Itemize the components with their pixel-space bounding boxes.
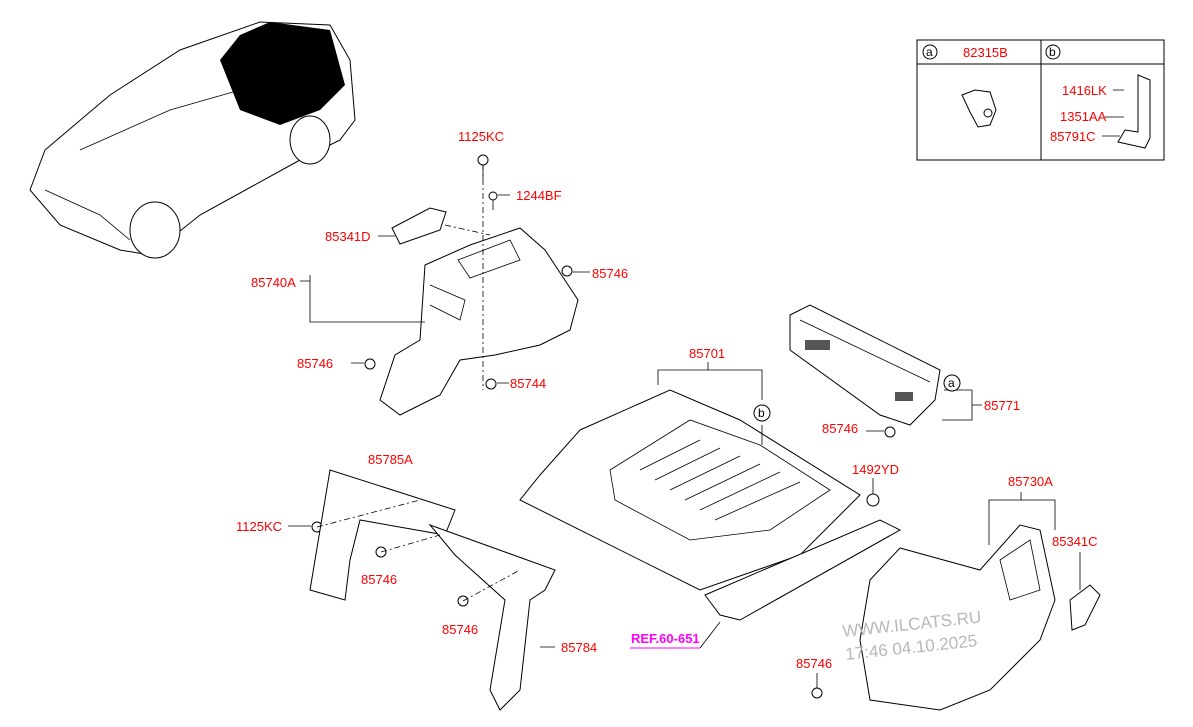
- car-illustration: [29, 21, 356, 259]
- label-85784[interactable]: 85784: [561, 640, 597, 655]
- label-85785A[interactable]: 85785A: [368, 452, 413, 467]
- part-1351AA: 1351AA: [1060, 109, 1107, 124]
- label-85744[interactable]: 85744: [510, 376, 546, 391]
- part-82315B: 82315B: [963, 45, 1008, 60]
- trunk-highlight: [220, 22, 345, 125]
- part-1416LK: 1416LK: [1062, 83, 1107, 98]
- bracket-icon: [1117, 74, 1151, 149]
- label-1125KC-left[interactable]: 1125KC: [236, 519, 282, 534]
- ref-panel: [704, 519, 902, 621]
- callout-a[interactable]: a: [948, 376, 955, 390]
- clip-icon: [961, 89, 997, 128]
- ref-arrow: [699, 621, 721, 649]
- legend-table: a b 82315B 1416LK 1351AA 85791C: [916, 39, 1165, 161]
- callout-b[interactable]: b: [758, 406, 765, 420]
- label-85746-b[interactable]: 85746: [297, 356, 333, 371]
- rear-transverse-trim: [789, 304, 941, 426]
- trunk-side-trim-right: [704, 519, 1101, 711]
- label-85341C[interactable]: 85341C: [1052, 534, 1098, 549]
- cover-85341D: [391, 207, 447, 245]
- label-1125KC-top[interactable]: 1125KC: [458, 129, 504, 144]
- trunk-side-trim-left: [379, 165, 579, 416]
- pillar-trims: [309, 469, 556, 711]
- label-85740A[interactable]: 85740A: [251, 275, 296, 290]
- label-85701[interactable]: 85701: [689, 346, 725, 361]
- label-1492YD[interactable]: 1492YD: [852, 462, 899, 477]
- label-85746-e[interactable]: 85746: [442, 622, 478, 637]
- table-key-b: b: [1049, 45, 1056, 59]
- label-85746-c[interactable]: 85746: [822, 421, 858, 436]
- leader-lines: [288, 194, 1081, 688]
- label-85746-f[interactable]: 85746: [796, 656, 832, 671]
- label-85730A[interactable]: 85730A: [1008, 474, 1053, 489]
- label-85746-a[interactable]: 85746: [592, 266, 628, 281]
- reference-link[interactable]: REF.60-651: [631, 631, 700, 646]
- part-85791C: 85791C: [1050, 129, 1096, 144]
- label-85771[interactable]: 85771: [984, 398, 1020, 413]
- table-key-a: a: [926, 45, 933, 59]
- label-85746-d[interactable]: 85746: [361, 572, 397, 587]
- label-1244BF[interactable]: 1244BF: [516, 188, 562, 203]
- label-85341D[interactable]: 85341D: [325, 229, 371, 244]
- cover-85341C: [1069, 584, 1101, 631]
